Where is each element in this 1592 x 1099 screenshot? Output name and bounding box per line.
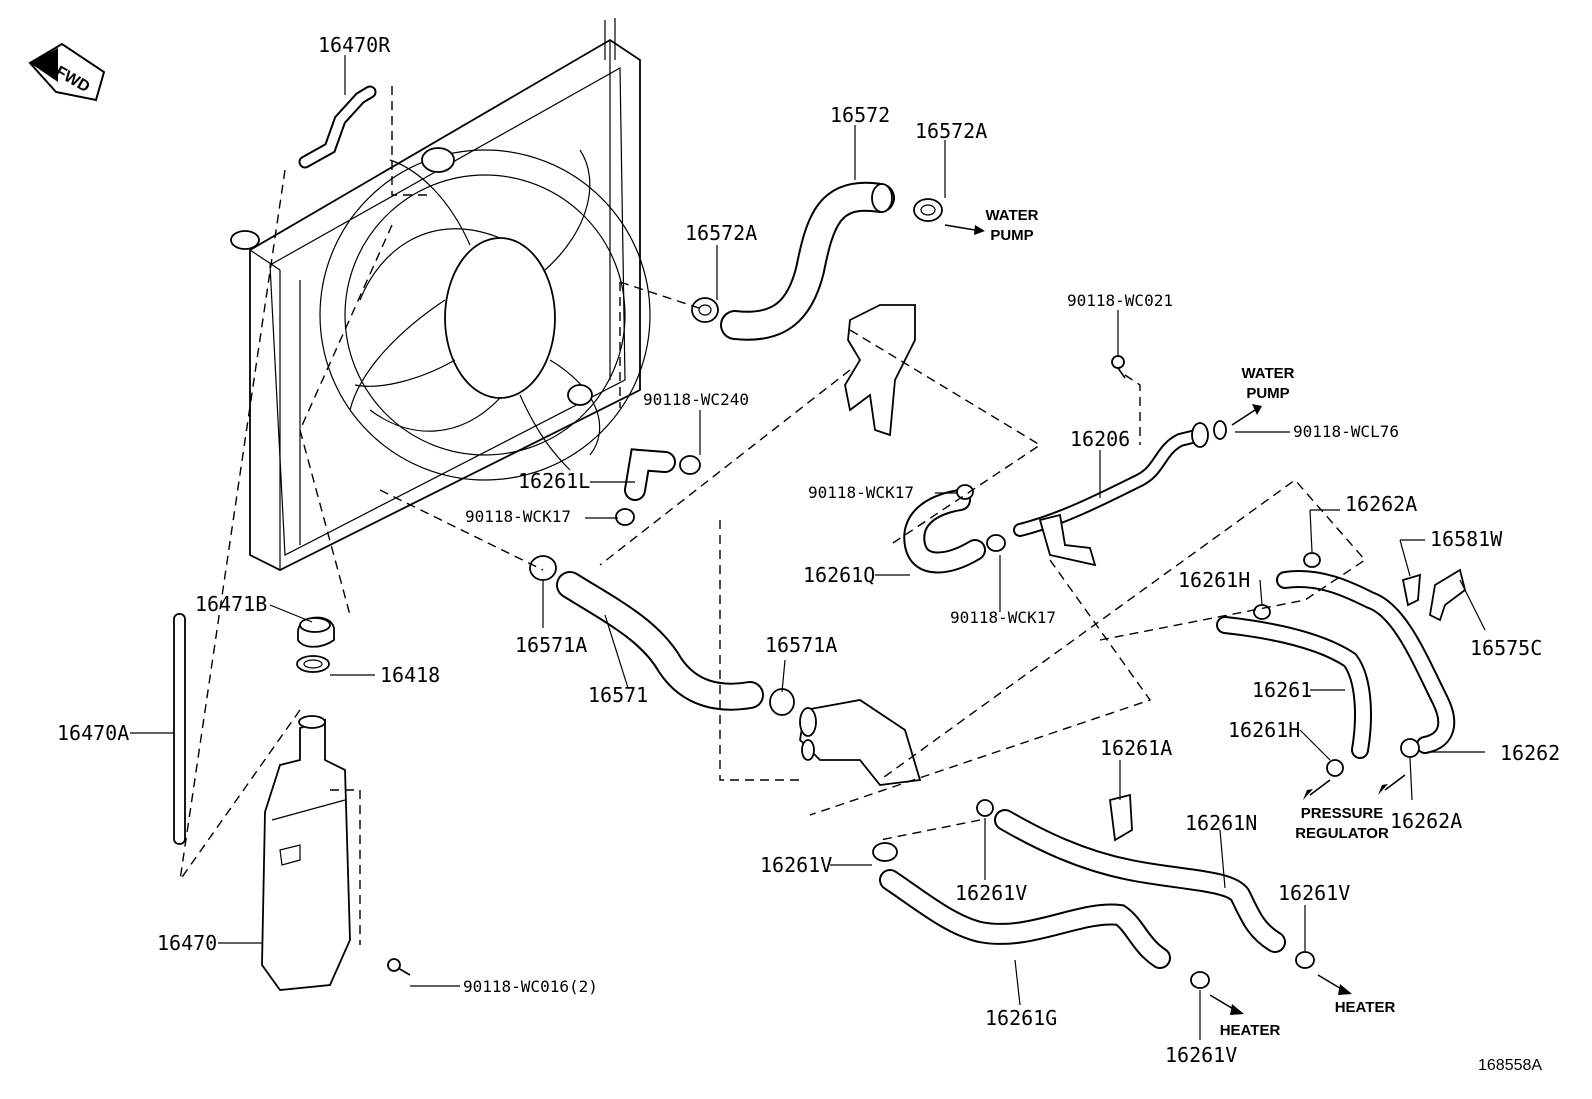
fwd-arrow-icon: FWD — [28, 42, 106, 102]
label-16471B: 16471B — [195, 592, 267, 616]
dest-pressure-regulator: PRESSURE REGULATOR — [1295, 805, 1389, 842]
bolt-90118-WC016 — [387, 958, 411, 976]
label-16571A-mid: 16571A — [765, 633, 837, 657]
label-16261V-d: 16261V — [1165, 1043, 1237, 1067]
dashed-relationship-lines — [179, 86, 1367, 945]
label-16262A-top: 16262A — [1345, 492, 1417, 516]
label-16418: 16418 — [380, 663, 440, 687]
label-16571A-left: 16571A — [515, 633, 587, 657]
clamp-16571A-mid — [769, 688, 795, 716]
bracket-16575C — [1429, 568, 1467, 622]
label-90118-WCK17-c: 90118-WCK17 — [950, 608, 1056, 627]
figure-reference-number: 168558A — [1478, 1057, 1542, 1074]
label-90118-WC021: 90118-WC021 — [1067, 291, 1173, 310]
clamp-16572A-mid — [691, 297, 719, 323]
cap-seal — [296, 655, 330, 673]
label-16571: 16571 — [588, 683, 648, 707]
hose-16261 — [1216, 616, 1372, 759]
destination-label-line: WATER — [1241, 365, 1294, 382]
label-16261H-top: 16261H — [1178, 568, 1250, 592]
hose-16262 — [1276, 570, 1456, 754]
hose-16261L — [624, 448, 676, 501]
label-16572A-mid: 16572A — [685, 221, 757, 245]
overflow-tube — [173, 613, 186, 845]
label-16261V-b: 16261V — [955, 881, 1027, 905]
label-16581W: 16581W — [1430, 527, 1503, 551]
label-90118-WC016: 90118-WC016(2) — [463, 977, 598, 996]
label-16261G: 16261G — [985, 1006, 1057, 1030]
destination-label-line: PUMP — [1246, 385, 1289, 402]
clamp-90118-WC240 — [679, 455, 701, 475]
clamp-16572A-top — [913, 198, 943, 222]
destination-label-line: WATER — [985, 207, 1038, 224]
clip-16581W — [1401, 573, 1422, 607]
label-16261V-c: 16261V — [1278, 881, 1350, 905]
clip-16261A — [1109, 793, 1133, 842]
label-16470: 16470 — [157, 931, 217, 955]
label-16470A: 16470A — [57, 721, 129, 745]
label-16206: 16206 — [1070, 427, 1130, 451]
heater-hose-16261N — [994, 809, 1286, 953]
label-16572: 16572 — [830, 103, 890, 127]
clamp-90118-WCK17-c — [986, 534, 1006, 552]
destination-label-line: PUMP — [990, 227, 1033, 244]
label-16261A: 16261A — [1100, 736, 1172, 760]
destination-labels: WATER PUMP WATER PUMP PRESSURE REGULATOR HE… — [985, 207, 1395, 1039]
label-16572A-top: 16572A — [915, 119, 987, 143]
water-pipe-16206 — [1013, 420, 1227, 567]
label-90118-WCL76: 90118-WCL76 — [1293, 422, 1399, 441]
leader-lines — [130, 55, 1486, 1040]
label-90118-WCK17-b: 90118-WCK17 — [808, 483, 914, 502]
water-inlet-housing — [799, 699, 922, 786]
clamp-16261V-a — [872, 842, 898, 862]
label-16575C: 16575C — [1470, 636, 1542, 660]
label-16261H-low: 16261H — [1228, 718, 1300, 742]
hose-16470R — [298, 85, 377, 169]
part-labels: 16470R 16572 16572A 16572A 90118-WC021 9… — [57, 33, 1560, 1067]
label-16261Q: 16261Q — [803, 563, 875, 587]
label-16261: 16261 — [1252, 678, 1312, 702]
upper-radiator-hose — [720, 181, 895, 341]
label-16262A-low: 16262A — [1390, 809, 1462, 833]
dest-water-pump-top: WATER PUMP — [985, 207, 1038, 244]
lower-radiator-hose — [556, 571, 764, 711]
label-16261L: 16261L — [518, 469, 590, 493]
dest-water-pump-right: WATER PUMP — [1241, 365, 1294, 402]
label-16261V-a: 16261V — [760, 853, 832, 877]
clamp-16261V-b — [976, 799, 994, 817]
reservoir-tank — [261, 715, 351, 991]
reservoir-cap — [297, 616, 335, 648]
dest-heater-right: HEATER — [1335, 999, 1396, 1016]
clamp-16262A-top — [1303, 552, 1321, 568]
label-16262: 16262 — [1500, 741, 1560, 765]
clamp-16261V-d — [1190, 971, 1210, 989]
dest-heater-center: HEATER — [1220, 1022, 1281, 1039]
radiator-fan-assembly — [230, 18, 651, 572]
clamp-16261H-low — [1326, 759, 1344, 777]
destination-label-line: PRESSURE — [1301, 805, 1384, 822]
flow-arrows — [944, 224, 1406, 1015]
label-90118-WCK17-a: 90118-WCK17 — [465, 507, 571, 526]
hose-16261Q — [903, 489, 986, 574]
label-16261N: 16261N — [1185, 811, 1257, 835]
label-90118-WC240: 90118-WC240 — [643, 390, 749, 409]
label-16470R: 16470R — [318, 33, 391, 57]
destination-label-line: REGULATOR — [1295, 825, 1389, 842]
clamp-16261V-c — [1295, 951, 1315, 969]
clamp-90118-WCK17-a — [615, 508, 635, 526]
clamp-90118-WCK17-b — [956, 484, 974, 500]
heater-hose-16261G — [879, 869, 1171, 969]
bolt-90118-WC021 — [1111, 355, 1126, 379]
bracket-upper-center — [844, 304, 916, 437]
clamp-16571A-left — [529, 555, 557, 581]
clamp-16262A-low — [1400, 738, 1420, 758]
